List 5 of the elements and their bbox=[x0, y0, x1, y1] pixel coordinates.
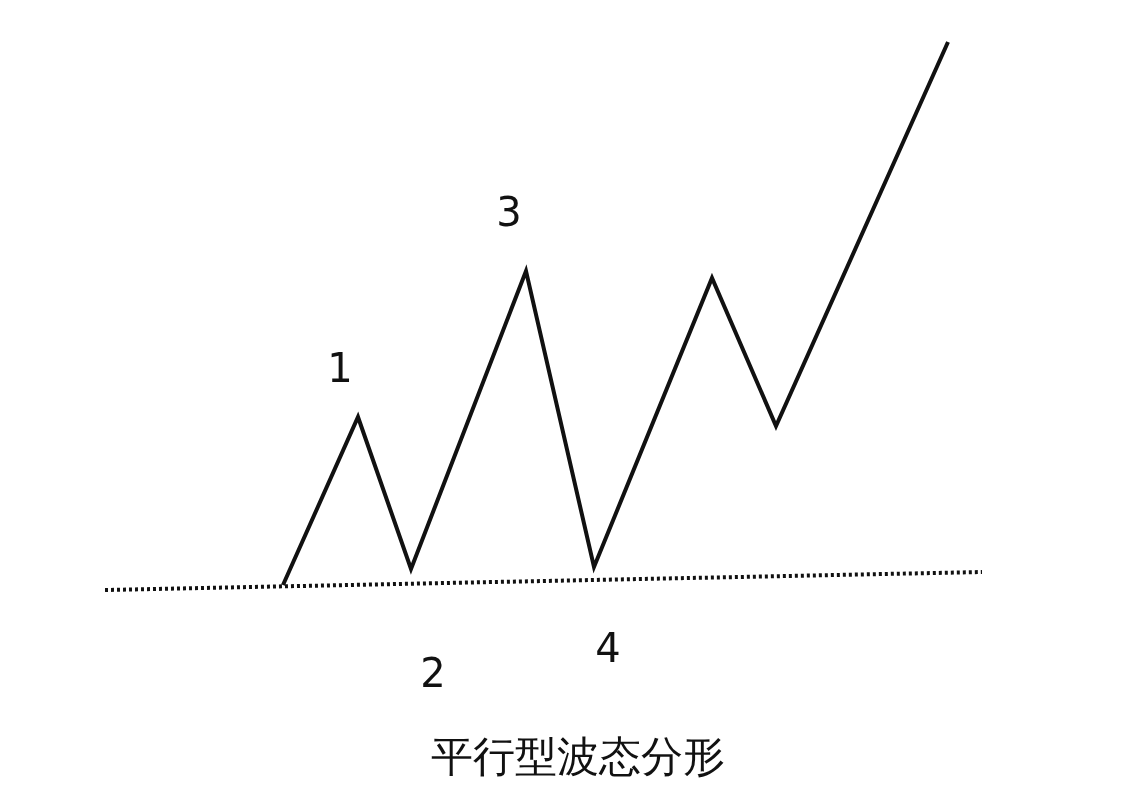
wave-number: 1 bbox=[327, 348, 353, 388]
wave-number: 3 bbox=[496, 192, 522, 232]
wave-number: 2 bbox=[420, 653, 446, 693]
wave-number: 4 bbox=[595, 628, 621, 668]
caption: 平行型波态分形 bbox=[431, 736, 725, 778]
